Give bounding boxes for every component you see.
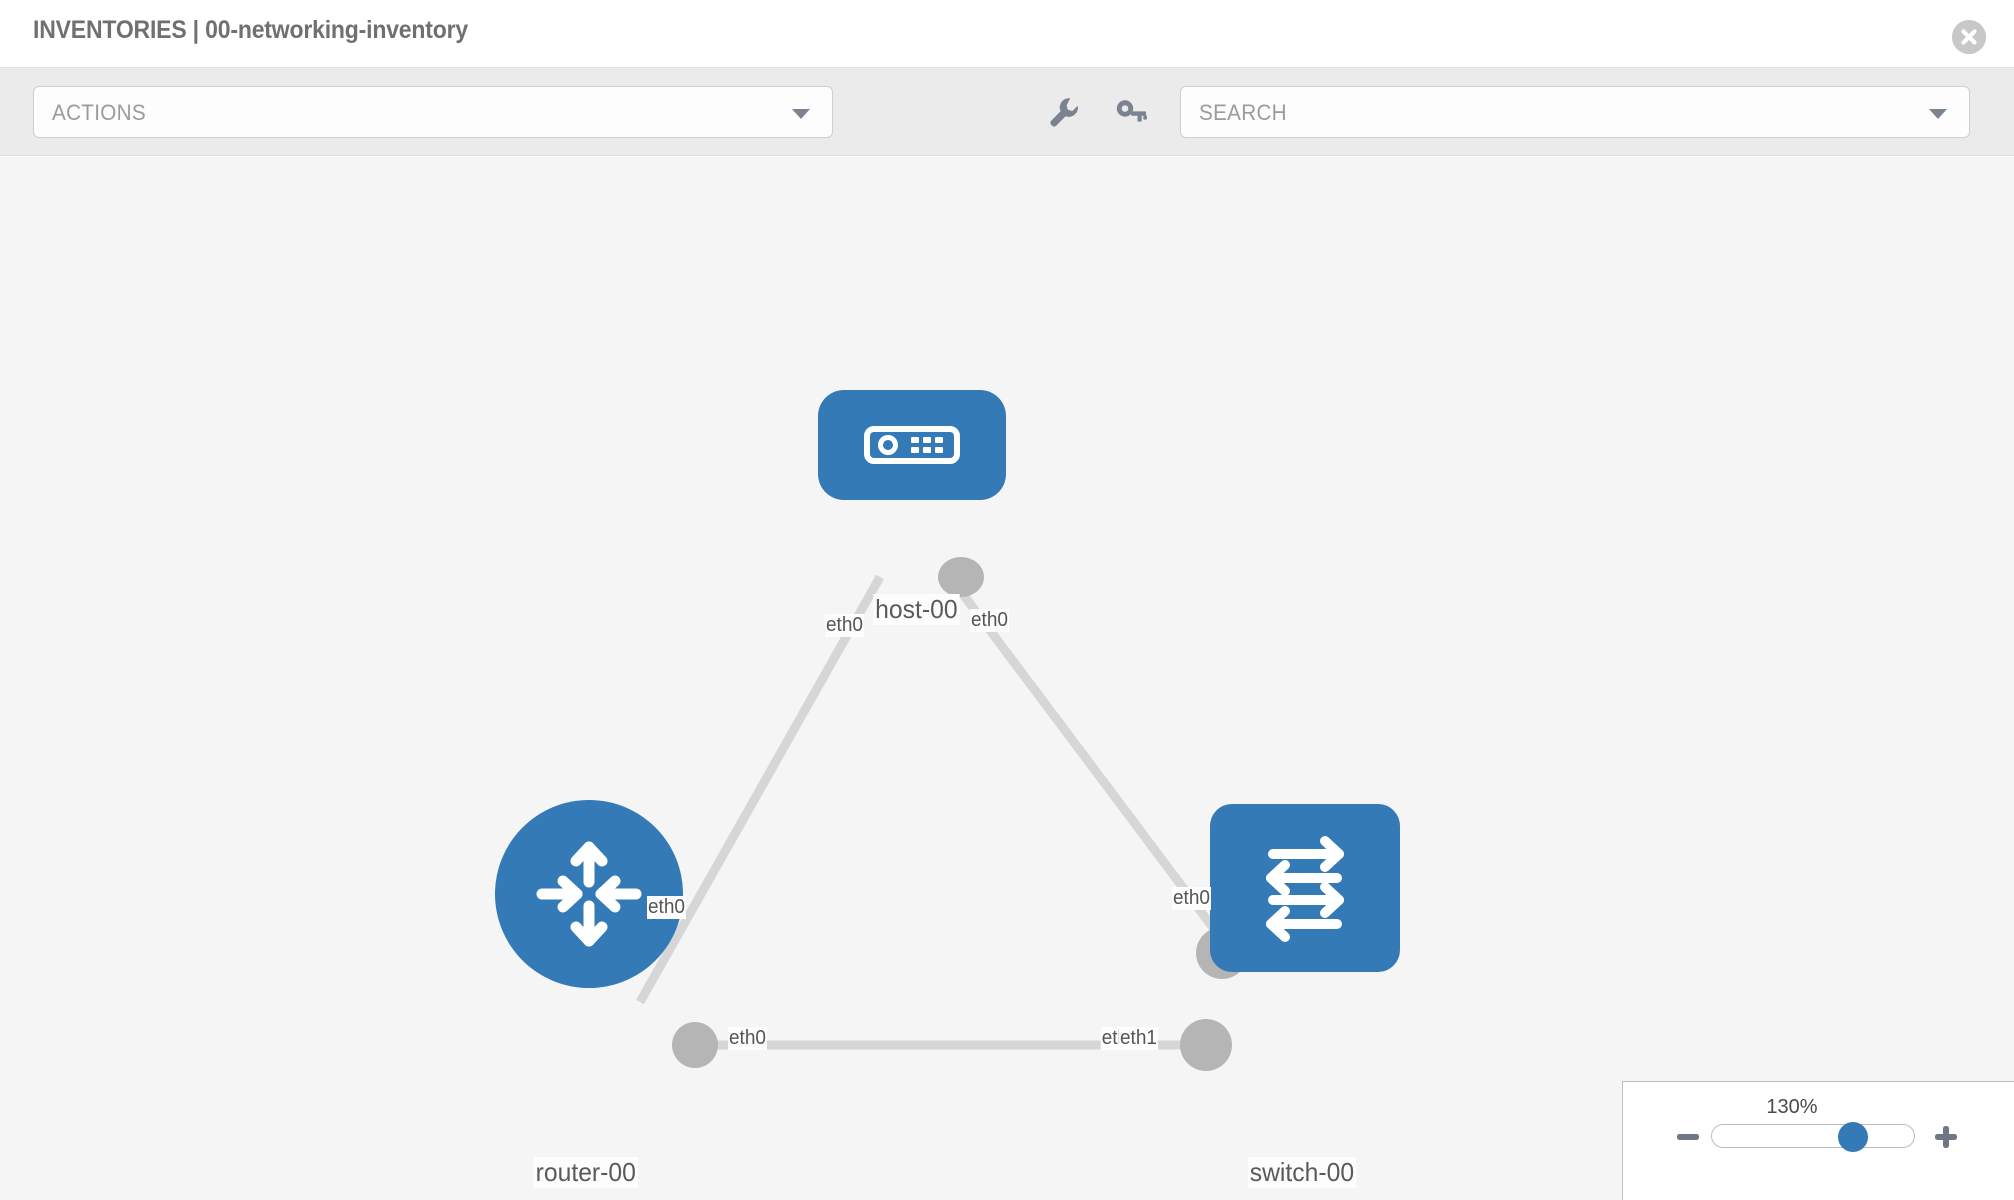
search-input[interactable]: SEARCH: [1180, 86, 1970, 138]
interface-label-switch-upper: eth0: [1172, 887, 1211, 910]
actions-dropdown-label: ACTIONS: [52, 100, 146, 125]
key-icon[interactable]: [1113, 94, 1149, 130]
topology-edges: [636, 574, 1239, 1050]
server-icon: [864, 426, 960, 464]
zoom-out-button[interactable]: [1675, 1124, 1701, 1155]
chevron-down-icon: [792, 109, 810, 119]
zoom-slider[interactable]: [1711, 1122, 1915, 1152]
interface-label-host-left: eth0: [825, 614, 864, 637]
page-title: INVENTORIES | 00-networking-inventory: [33, 16, 469, 44]
router-arrows-icon: [536, 841, 642, 947]
zoom-percent-label: 130%: [1766, 1096, 1818, 1118]
close-icon[interactable]: [1952, 20, 1986, 54]
page-header: INVENTORIES | 00-networking-inventory: [0, 0, 2014, 68]
port-router-right[interactable]: [672, 1022, 718, 1068]
topology-canvas[interactable]: host-00: [0, 157, 2014, 1200]
chevron-down-icon: [1929, 109, 1947, 119]
search-placeholder: SEARCH: [1199, 100, 1287, 125]
node-router-00-shape[interactable]: [495, 800, 683, 988]
toolbar: ACTIONS SEARCH: [0, 68, 2014, 156]
actions-dropdown[interactable]: ACTIONS: [33, 86, 833, 138]
wrench-icon[interactable]: [1046, 94, 1082, 130]
zoom-slider-thumb[interactable]: [1838, 1122, 1868, 1152]
zoom-control-panel: 130%: [1622, 1081, 2014, 1200]
node-switch-00-shape[interactable]: [1210, 804, 1400, 972]
node-router-00-label: router-00: [533, 1157, 638, 1188]
interface-label-switch-left: eth1: [1119, 1027, 1158, 1050]
interface-label-router-upper: eth0: [647, 896, 686, 919]
node-host-00-shape[interactable]: [818, 390, 1006, 500]
node-switch-00-label: switch-00: [1247, 1157, 1356, 1188]
node-host-00-label: host-00: [873, 594, 960, 625]
node-host-00[interactable]: [818, 390, 1006, 500]
interface-label-host-right: eth0: [970, 609, 1009, 632]
node-switch-00[interactable]: [1210, 804, 1400, 972]
port-host-bottom[interactable]: [938, 557, 984, 597]
node-router-00[interactable]: [495, 800, 683, 988]
interface-label-router-right: eth0: [728, 1027, 767, 1050]
zoom-in-button[interactable]: [1933, 1124, 1959, 1155]
switch-arrows-icon: [1266, 836, 1344, 942]
port-switch-left[interactable]: [1180, 1019, 1232, 1071]
